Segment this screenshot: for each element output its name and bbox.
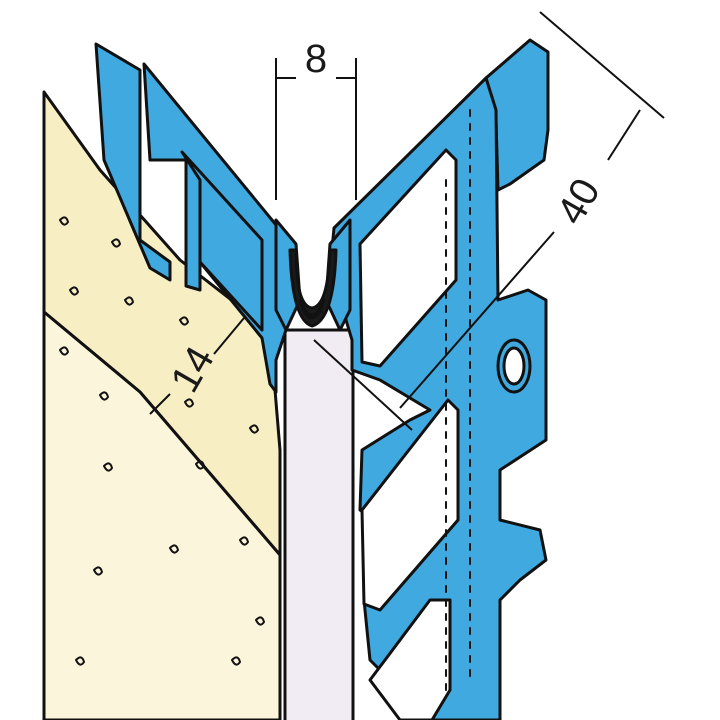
thickness-leader-lower	[149, 393, 171, 415]
mounting-hole	[502, 346, 526, 386]
right-flange-window-3	[368, 598, 452, 720]
nose-right-lip	[324, 218, 352, 332]
left-flange-hole	[180, 150, 264, 332]
left-flange	[94, 42, 298, 394]
right-flange	[328, 38, 550, 720]
plaster-texture	[59, 216, 266, 666]
nose-left-lip	[274, 218, 302, 332]
right-flange-window-2	[360, 398, 460, 612]
depth-leader-lower	[399, 231, 555, 409]
depth-leader-upper	[607, 109, 641, 161]
right-flange-window-1	[358, 148, 458, 368]
plaster-layers	[42, 90, 282, 720]
nose-mesh-highlight	[298, 298, 326, 320]
depth-dimension-line	[539, 11, 665, 119]
dimension-top-gap: 8	[275, 37, 357, 200]
mounting-hole-rim	[496, 338, 532, 394]
core-strip	[283, 328, 355, 720]
dimension-flange-depth-label: 40	[549, 171, 609, 232]
dimension-top-gap-label: 8	[305, 37, 327, 81]
thickness-leader-upper	[213, 317, 245, 355]
bead-nose	[274, 218, 352, 332]
left-flange-back-tab	[94, 42, 172, 282]
thickness-pointer-right	[313, 339, 413, 431]
